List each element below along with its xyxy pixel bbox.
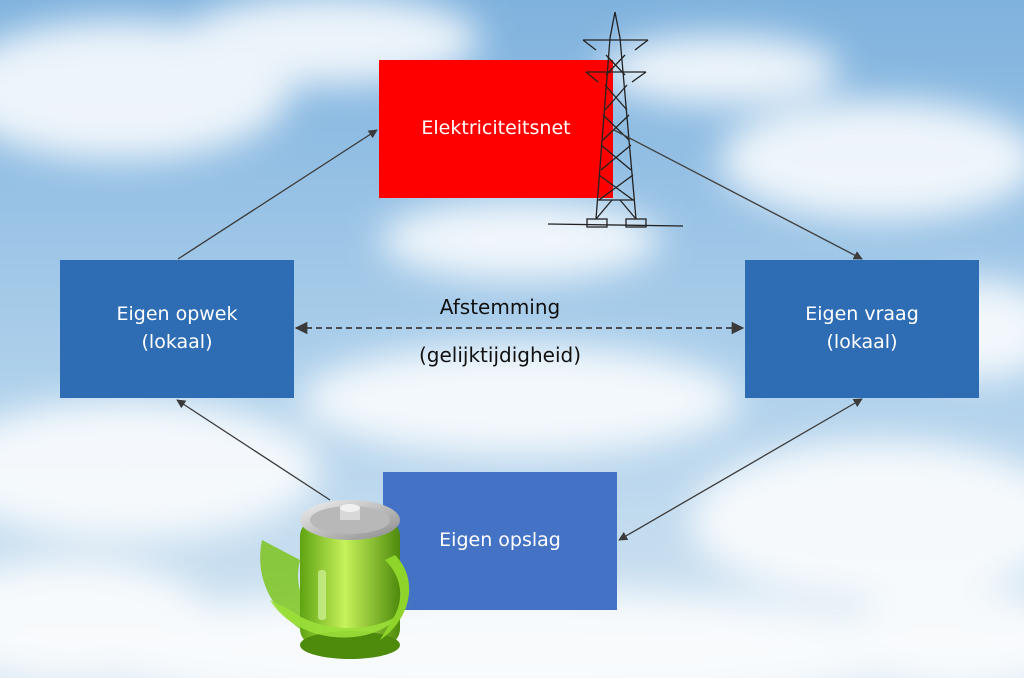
node-eigen-opslag-label: Eigen opslag: [439, 529, 561, 552]
node-elektriciteitsnet-label: Elektriciteitsnet: [421, 117, 571, 140]
gelijktijdigheid-label: (gelijktijdigheid): [419, 343, 581, 367]
node-elektriciteitsnet: Elektriciteitsnet: [379, 60, 613, 198]
node-eigen-opwek-label: Eigen opwek: [116, 303, 238, 326]
node-eigen-vraag-label: Eigen vraag: [805, 303, 919, 326]
afstemming-label: Afstemming: [439, 295, 561, 319]
node-eigen-opwek-sublabel: (lokaal): [141, 331, 213, 353]
node-eigen-opwek: Eigen opwek (lokaal): [60, 260, 294, 398]
node-eigen-opslag: Eigen opslag: [383, 472, 617, 610]
node-eigen-vraag: Eigen vraag (lokaal): [745, 260, 979, 398]
node-eigen-vraag-sublabel: (lokaal): [826, 331, 898, 353]
